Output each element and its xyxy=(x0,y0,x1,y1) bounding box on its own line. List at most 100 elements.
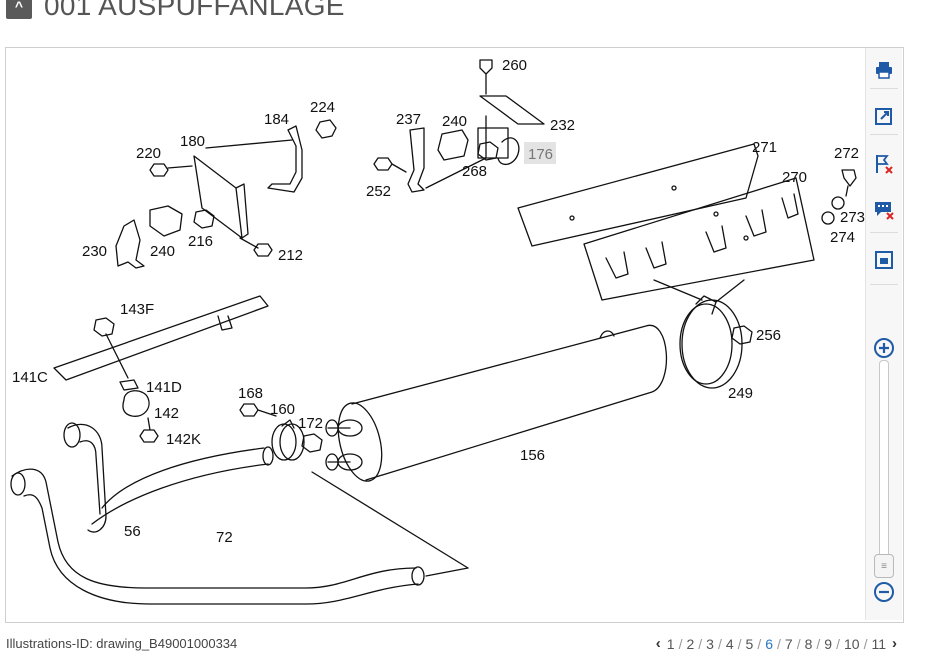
page-link[interactable]: 1 xyxy=(666,635,675,652)
flag-remove-icon xyxy=(876,155,893,174)
label-252: 252 xyxy=(366,183,391,200)
part-230-clamp xyxy=(115,219,145,269)
label-220: 220 xyxy=(136,145,161,162)
page-separator: / xyxy=(678,635,683,652)
part-142-clamp xyxy=(122,390,150,417)
part-224-nut xyxy=(315,119,337,139)
zoom-out-button[interactable] xyxy=(872,580,896,604)
label-156: 156 xyxy=(520,447,545,464)
page-link[interactable]: 11 xyxy=(871,635,886,652)
collapse-button[interactable]: ^ xyxy=(6,0,32,19)
prev-page-button[interactable]: ‹ xyxy=(655,635,661,652)
page-link[interactable]: 2 xyxy=(686,635,695,652)
label-141c: 141C xyxy=(12,369,48,386)
zoom-slider-track[interactable] xyxy=(879,360,889,558)
page-link[interactable]: 10 xyxy=(843,635,860,652)
page-separator: / xyxy=(777,635,781,652)
part-176-clip xyxy=(497,137,520,165)
window-icon xyxy=(875,251,893,269)
page-separator: / xyxy=(717,635,722,652)
label-142: 142 xyxy=(154,405,179,422)
next-page-button[interactable]: › xyxy=(892,635,897,652)
page-separator: / xyxy=(816,635,821,652)
label-260: 260 xyxy=(502,57,527,74)
part-240-mount-lower xyxy=(149,205,183,237)
page-link[interactable]: 7 xyxy=(784,635,793,652)
label-268: 268 xyxy=(462,163,487,180)
part-141c-bracket xyxy=(53,295,269,381)
page-title: 001 AUSPUFFANLAGE xyxy=(44,0,345,21)
part-271-heat-shield xyxy=(517,143,815,301)
part-249-band-clamp xyxy=(653,279,745,389)
open-external-button[interactable] xyxy=(872,104,896,128)
part-56-pipe xyxy=(63,422,274,533)
label-143f: 143F xyxy=(120,301,154,318)
part-273-washer xyxy=(831,196,845,210)
part-172-nut xyxy=(301,433,323,453)
label-240b: 240 xyxy=(150,243,175,260)
label-230: 230 xyxy=(82,243,107,260)
label-212: 212 xyxy=(278,247,303,264)
part-260-bolt xyxy=(479,59,493,95)
label-249: 249 xyxy=(728,385,753,402)
page-link[interactable]: 4 xyxy=(725,635,734,652)
print-button[interactable] xyxy=(872,58,896,82)
page-link[interactable]: 3 xyxy=(706,635,714,652)
part-142k-bolt xyxy=(139,417,159,443)
zoom-in-icon xyxy=(874,338,894,358)
chevron-up-icon: ^ xyxy=(14,0,24,14)
label-273: 273 xyxy=(840,209,865,226)
part-160-clamp xyxy=(271,419,305,461)
page-link[interactable]: 5 xyxy=(745,635,754,652)
zoom-slider-handle[interactable]: ≡ xyxy=(874,554,894,578)
illustration-id: Illustrations-ID: drawing_B49001000334 xyxy=(6,636,238,651)
grip-icon: ≡ xyxy=(881,560,887,572)
part-212-bolt xyxy=(239,237,273,257)
label-271: 271 xyxy=(752,139,777,156)
part-252-bolt xyxy=(373,157,407,173)
remove-comments-button[interactable] xyxy=(872,198,896,222)
highlight-176 xyxy=(524,142,556,164)
zoom-in-button[interactable] xyxy=(872,336,896,360)
part-237-clamp xyxy=(407,127,425,193)
label-72: 72 xyxy=(216,529,233,546)
fit-window-button[interactable] xyxy=(872,248,896,272)
part-72-pipe xyxy=(10,468,469,605)
label-274: 274 xyxy=(830,229,855,246)
label-270: 270 xyxy=(782,169,807,186)
label-180: 180 xyxy=(180,133,205,150)
comment-remove-icon xyxy=(875,202,894,220)
page-link-active[interactable]: 6 xyxy=(765,635,774,652)
label-237: 237 xyxy=(396,111,421,128)
printer-icon xyxy=(876,62,892,79)
page-link[interactable]: 8 xyxy=(804,635,813,652)
part-141d-clip xyxy=(119,379,139,391)
page-separator: / xyxy=(698,635,703,652)
label-272: 272 xyxy=(834,145,859,162)
label-168: 168 xyxy=(238,385,263,402)
remove-flags-button[interactable] xyxy=(872,152,896,176)
part-256-nut xyxy=(731,325,753,345)
label-56: 56 xyxy=(124,523,141,540)
toolbar-divider xyxy=(870,134,898,135)
zoom-out-icon xyxy=(874,582,894,602)
part-156-muffler xyxy=(311,324,668,569)
label-160: 160 xyxy=(270,401,295,418)
part-268-nut xyxy=(477,141,499,161)
part-184-hanger xyxy=(267,125,303,193)
label-142k: 142K xyxy=(166,431,201,448)
part-240-mount xyxy=(437,129,469,161)
page-separator: / xyxy=(737,635,742,652)
part-272-bolt xyxy=(841,169,857,197)
exploded-parts-drawing: 260 232 237 240 176 268 252 271 272 270 … xyxy=(10,57,865,605)
page-separator: / xyxy=(836,635,840,652)
label-176: 176 xyxy=(528,146,553,163)
label-224: 224 xyxy=(310,99,335,116)
part-274-washer xyxy=(821,211,835,225)
page-link[interactable]: 9 xyxy=(824,635,833,652)
pagination: ‹ 1/ 2/ 3/ 4/ 5/ 6/ 7/ 8/ 9/ 10/ 11 › xyxy=(650,635,903,652)
label-232: 232 xyxy=(550,117,575,134)
label-184: 184 xyxy=(264,111,289,128)
drawing-viewer[interactable]: 260 232 237 240 176 268 252 271 272 270 … xyxy=(5,47,904,623)
label-216: 216 xyxy=(188,233,213,250)
